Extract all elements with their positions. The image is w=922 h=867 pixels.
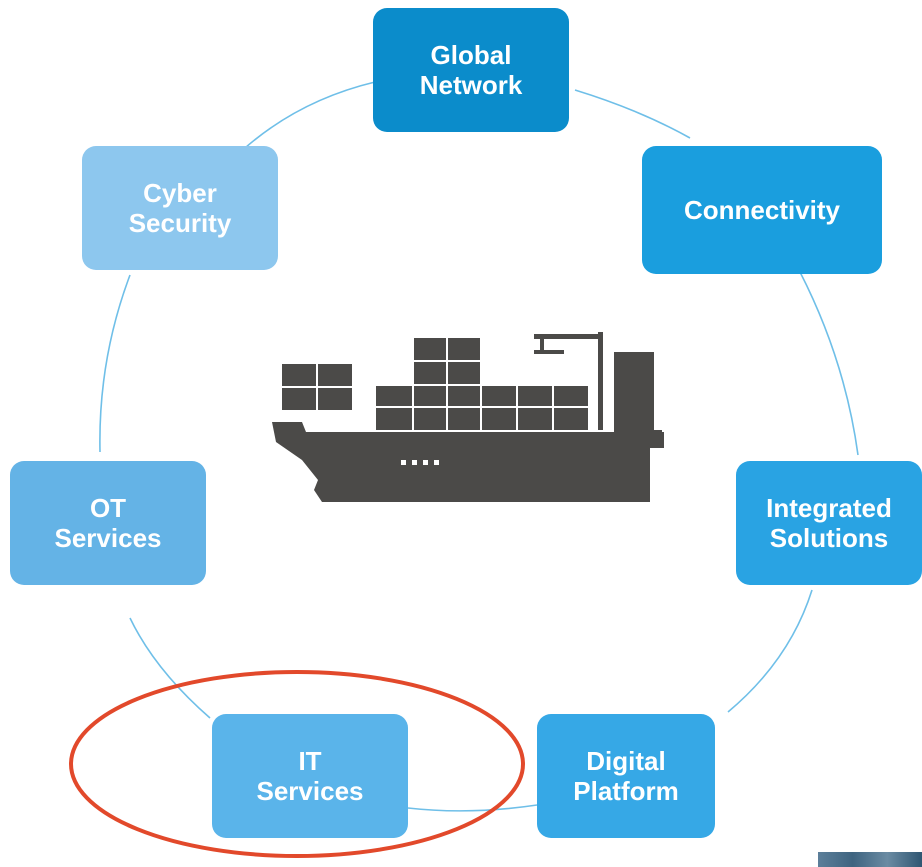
node-digital-platform[interactable]: Digital Platform — [537, 714, 715, 838]
node-connectivity[interactable]: Connectivity — [642, 146, 882, 274]
connector-digital-it — [407, 804, 538, 812]
corner-photo-fragment — [818, 852, 922, 867]
connector-connectivity-integrated — [799, 271, 859, 456]
node-global-network[interactable]: Global Network — [373, 8, 569, 132]
connector-cyber-global — [244, 81, 376, 149]
container-ship-icon — [272, 332, 664, 502]
node-it-services[interactable]: IT Services — [212, 714, 408, 838]
connector-integrated-digital — [727, 589, 813, 713]
connector-ot-cyber — [99, 274, 131, 453]
connector-it-ot — [129, 617, 211, 719]
node-integrated-solutions[interactable]: Integrated Solutions — [736, 461, 922, 585]
node-cyber-security[interactable]: Cyber Security — [82, 146, 278, 270]
node-ot-services[interactable]: OT Services — [10, 461, 206, 585]
connector-global-connectivity — [574, 89, 691, 139]
